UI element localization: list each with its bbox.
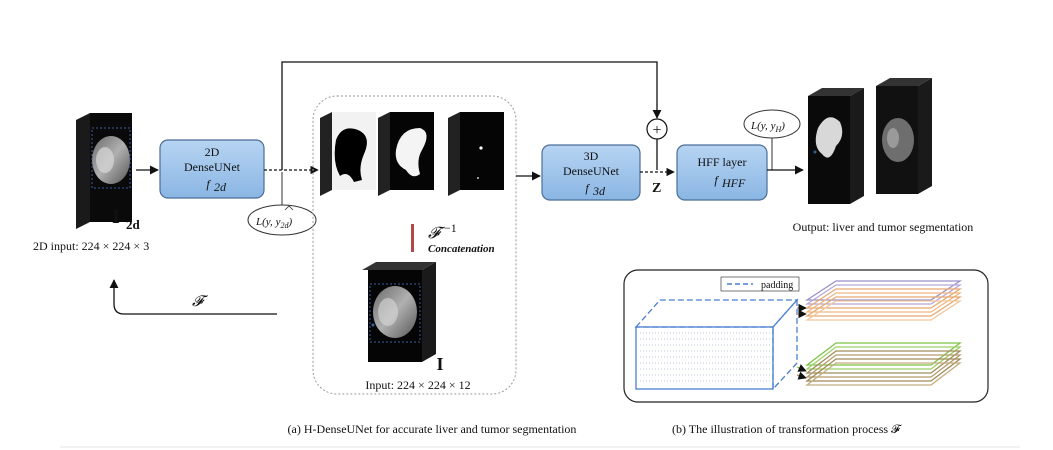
dense3d-func-sub: 3d xyxy=(592,184,606,198)
z-label: Z xyxy=(652,181,661,196)
loss-h-bubble: L(y, yH) xyxy=(743,109,801,170)
padding-legend-label: padding xyxy=(761,280,793,291)
dense2d-line1: 2D xyxy=(205,145,220,159)
transform-illustration-frame xyxy=(623,269,989,403)
slice-stack-bottom-arrows xyxy=(796,364,807,380)
slice-stack-bottom xyxy=(805,342,962,386)
loss2d-hat: y xyxy=(275,216,281,228)
lossh-sub: H xyxy=(774,125,782,134)
input-3d-caption: Input: 224 × 224 × 12 xyxy=(365,378,470,392)
dense3d-block: 3D DenseUNet f 3d xyxy=(541,144,641,201)
plus-sign: + xyxy=(652,122,661,139)
slice-stack-top-arrows xyxy=(797,303,807,319)
input-2d-volume xyxy=(76,113,132,229)
transform-feedback-arrow xyxy=(109,279,277,315)
seg-map-3 xyxy=(448,112,504,196)
caption-b: (b) The illustration of transformation p… xyxy=(672,422,902,436)
hff-line1: HFF layer xyxy=(698,155,747,169)
padding-legend: padding xyxy=(720,276,800,292)
finv-superscript: −1 xyxy=(444,221,457,235)
padded-volume xyxy=(634,298,799,391)
loss2d-sub: 2d xyxy=(280,221,289,230)
lossh-suffix: ) xyxy=(780,120,785,132)
hff-func-sub: HFF xyxy=(721,176,746,190)
slice-stack-top xyxy=(804,280,963,321)
i2d-label: I xyxy=(112,206,120,228)
seg-map-2 xyxy=(378,112,434,196)
dense3d-func: f xyxy=(585,181,590,195)
sum-node: + xyxy=(646,118,668,140)
dense3d-line1: 3D xyxy=(584,149,599,163)
svg-text:L(y, yH): L(y, yH) xyxy=(750,120,785,134)
caption-a: (a) H-DenseUNet for accurate liver and t… xyxy=(288,422,577,436)
lossh-prefix: L(y, xyxy=(750,120,771,132)
input-2d-caption: 2D input: 224 × 224 × 3 xyxy=(33,239,149,253)
dense3d-line2: DenseUNet xyxy=(563,164,620,178)
dense2d-line2: DenseUNet xyxy=(184,160,241,174)
hff-func: f xyxy=(714,173,719,187)
loss-2d-bubble: L(y, y2d) xyxy=(247,172,317,236)
dense2d-func-sub: 2d xyxy=(214,180,227,194)
lossh-hat: y xyxy=(770,120,776,132)
output-volume-1 xyxy=(808,88,864,204)
hff-block: HFF layer f HFF xyxy=(676,144,768,201)
concat-label: Concatenation xyxy=(428,243,495,255)
loss2d-suffix: ) xyxy=(287,216,292,228)
svg-text:L(y, y2d): L(y, y2d) xyxy=(255,216,292,230)
input-3d-volume xyxy=(362,262,436,362)
output-volume-2 xyxy=(876,78,932,194)
dense2d-func: f xyxy=(206,177,211,191)
transform-f-label: 𝓕 xyxy=(192,294,209,310)
seg-map-1 xyxy=(320,112,376,196)
slices-group-frame xyxy=(312,95,517,395)
output-caption: Output: liver and tumor segmentation xyxy=(793,220,974,234)
input-3d-label: I xyxy=(436,354,443,374)
loss2d-prefix: L(y, xyxy=(255,216,276,228)
skip-connection-line xyxy=(281,61,662,170)
dense2d-block: 2D DenseUNet f 2d xyxy=(159,139,265,199)
i2d-subscript: 2d xyxy=(126,217,141,232)
concat-bar xyxy=(411,224,414,252)
